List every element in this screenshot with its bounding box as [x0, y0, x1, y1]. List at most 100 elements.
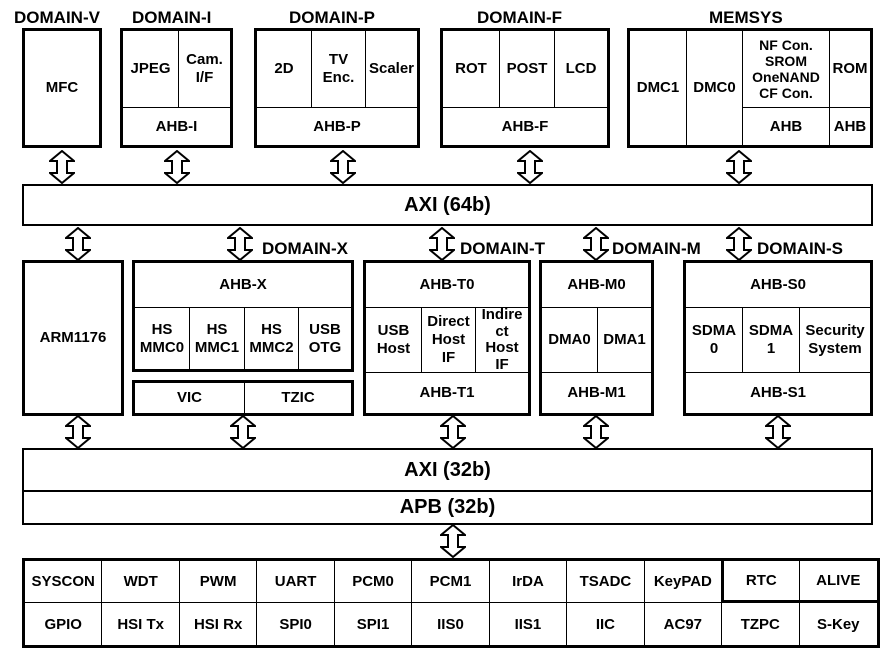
domain-m-title: DOMAIN-M [612, 239, 701, 258]
ahb-t0-bus: AHB-T0 [419, 276, 475, 293]
hs-mmc2-block: HS MMC2 [249, 320, 294, 356]
double-arrow-icon [765, 415, 791, 449]
arm1176-label: ARM1176 [39, 329, 107, 346]
double-arrow-icon [726, 150, 752, 184]
double-arrow-icon [164, 150, 190, 184]
iis1-block: IIS1 [490, 603, 568, 645]
spi0-block: SPI0 [257, 603, 335, 645]
ac97-block: AC97 [645, 603, 723, 645]
ahb-t1-bus: AHB-T1 [419, 384, 475, 401]
ahb-m0-bus: AHB-M0 [567, 276, 626, 293]
pwm-block: PWM [179, 561, 258, 603]
ahb-m1-bus: AHB-M1 [567, 384, 626, 401]
axi-32b-bus: AXI (32b) [22, 448, 873, 492]
cam-if-block: Cam. I/F [186, 51, 223, 86]
direct-host-if-block: Direct Host IF [427, 313, 470, 366]
uart-block: UART [257, 561, 335, 603]
vic-tzic-block: VIC TZIC [132, 380, 354, 416]
domain-i-title: DOMAIN-I [132, 8, 212, 27]
domain-s-title: DOMAIN-S [757, 239, 843, 258]
rom-block: ROM [832, 60, 868, 77]
scaler-block: Scaler [368, 60, 415, 77]
double-arrow-icon [230, 415, 256, 449]
lcd-block: LCD [565, 60, 597, 77]
hs-mmc1-block: HS MMC1 [194, 320, 240, 356]
domain-v-block: MFC [22, 28, 102, 148]
domain-f-block: ROT POST LCD AHB-F [440, 28, 610, 148]
ahb-x-bus: AHB-X [219, 276, 267, 293]
domain-m-block: AHB-M0 DMA0 DMA1 AHB-M1 [539, 260, 654, 416]
2d-block: 2D [274, 60, 294, 77]
apb-32b-label: APB (32b) [399, 496, 496, 518]
double-arrow-icon [726, 227, 752, 261]
double-arrow-icon [583, 415, 609, 449]
domain-t-block: AHB-T0 USB Host Direct Host IF Indire ct… [363, 260, 531, 416]
domain-p-title: DOMAIN-P [289, 8, 375, 27]
double-arrow-icon [517, 150, 543, 184]
iis0-block: IIS0 [412, 603, 490, 645]
double-arrow-icon [583, 227, 609, 261]
gpio-block: GPIO [25, 603, 103, 645]
double-arrow-icon [227, 227, 253, 261]
arm1176-block: ARM1176 [22, 260, 124, 416]
tzic-block: TZIC [281, 389, 315, 406]
double-arrow-icon [49, 150, 75, 184]
ahb-i-bus: AHB-I [155, 117, 198, 135]
syscon-block: SYSCON [25, 561, 103, 603]
tsadc-block: TSADC [567, 561, 645, 603]
double-arrow-icon [440, 524, 466, 558]
memsys-block: DMC1 DMC0 NF Con. SROM OneNAND CF Con. R… [627, 28, 873, 148]
usb-otg-block: USB OTG [308, 320, 342, 356]
double-arrow-icon [429, 227, 455, 261]
memsys-title: MEMSYS [709, 8, 783, 27]
alive-block: ALIVE [799, 561, 877, 603]
vic-block: VIC [176, 389, 202, 406]
sdma1-block: SDMA 1 [748, 322, 794, 357]
double-arrow-icon [65, 227, 91, 261]
double-arrow-icon [65, 415, 91, 449]
apb-32b-bus: APB (32b) [22, 490, 873, 525]
axi-32b-label: AXI (32b) [404, 458, 491, 481]
s-key-block: S-Key [816, 615, 860, 633]
pcm0-block: PCM0 [334, 561, 413, 603]
domain-x-title: DOMAIN-X [262, 239, 348, 258]
peripheral-grid: SYSCON WDT PWM UART PCM0 PCM1 IrDA TSADC… [22, 558, 880, 648]
double-arrow-icon [440, 415, 466, 449]
indirect-host-if-block: Indire ct Host IF [481, 308, 523, 372]
domain-v-title: DOMAIN-V [14, 8, 100, 27]
nf-srom-block: NF Con. SROM OneNAND CF Con. [752, 36, 820, 102]
hsi-tx-block: HSI Tx [102, 603, 180, 645]
hs-mmc0-block: HS MMC0 [139, 320, 185, 356]
mfc-block: MFC [45, 79, 79, 96]
domain-s-block: AHB-S0 SDMA 0 SDMA 1 Security System AHB… [683, 260, 873, 416]
wdt-block: WDT [102, 561, 180, 603]
domain-p-block: 2D TV Enc. Scaler AHB-P [254, 28, 420, 148]
ahb-p-bus: AHB-P [313, 117, 361, 135]
axi-64b-bus: AXI (64b) [22, 184, 873, 226]
jpeg-block: JPEG [130, 60, 171, 77]
tzpc-block: TZPC [722, 603, 800, 645]
axi-64b-label: AXI (64b) [404, 193, 491, 216]
domain-t-title: DOMAIN-T [460, 239, 545, 258]
domain-x-block: AHB-X HS MMC0 HS MMC1 HS MMC2 USB OTG [132, 260, 354, 372]
usb-host-block: USB Host [376, 322, 411, 357]
irda-block: IrDA [489, 561, 568, 603]
rom-ahb-bus: AHB [833, 117, 867, 135]
dmc0-block: DMC0 [693, 79, 736, 96]
domain-i-block: JPEG Cam. I/F AHB-I [120, 28, 233, 148]
spi1-block: SPI1 [335, 603, 413, 645]
hsi-rx-block: HSI Rx [180, 603, 258, 645]
iic-block: IIC [567, 603, 645, 645]
rtc-block: RTC [722, 561, 800, 603]
ahb-s1-bus: AHB-S1 [750, 384, 806, 401]
tv-enc-block: TV Enc. [322, 51, 355, 86]
post-block: POST [506, 60, 548, 77]
ahb-s0-bus: AHB-S0 [750, 276, 806, 293]
dma1-block: DMA1 [603, 331, 646, 348]
memsys-ahb-bus: AHB [769, 117, 803, 135]
keypad-block: KeyPAD [644, 561, 723, 603]
dmc1-block: DMC1 [636, 79, 680, 96]
security-system-block: Security System [805, 322, 865, 357]
ahb-f-bus: AHB-F [501, 117, 549, 135]
domain-f-title: DOMAIN-F [477, 8, 562, 27]
